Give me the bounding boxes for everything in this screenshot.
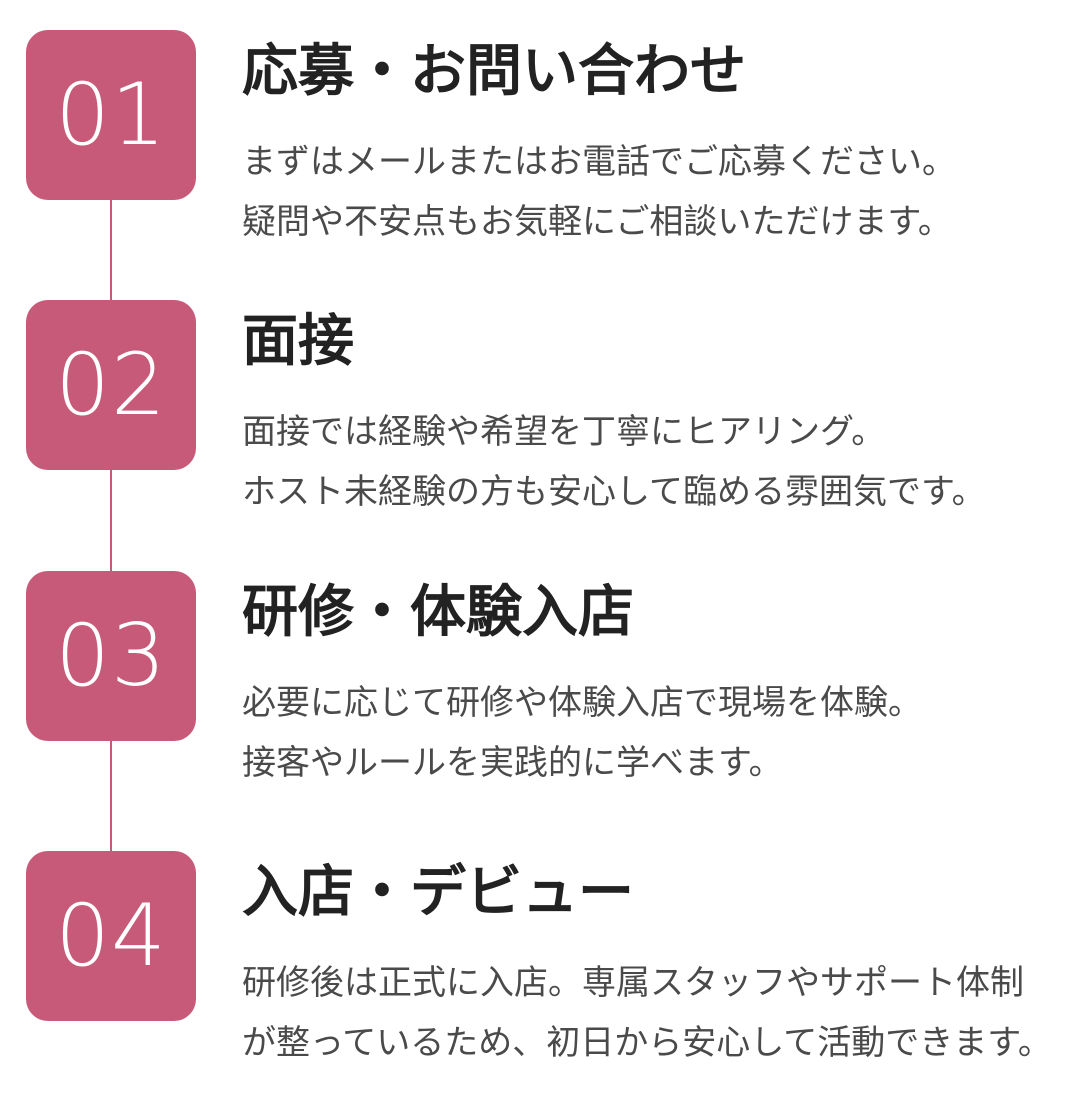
- step-description: まずはメールまたはお電話でご応募ください。 疑問や不安点もお気軽にご相談いただけ…: [242, 132, 1072, 252]
- step-description-line: が整っているため、初日から安心して活動できます。: [242, 1023, 1052, 1063]
- step-description-line: 疑問や不安点もお気軽にご相談いただけます。: [242, 202, 952, 242]
- step-item-2: 02 面接 面接では経験や希望を丁寧にヒアリング。 ホスト未経験の方も安心して臨…: [0, 300, 1080, 550]
- step-description-line: 必要に応じて研修や体験入店で現場を体験。: [242, 683, 922, 723]
- step-description: 面接では経験や希望を丁寧にヒアリング。 ホスト未経験の方も安心して臨める雰囲気で…: [242, 402, 1072, 522]
- step-title: 応募・お問い合わせ: [242, 39, 746, 104]
- step-title: 研修・体験入店: [242, 580, 634, 645]
- step-description-line: 面接では経験や希望を丁寧にヒアリング。: [242, 412, 886, 452]
- step-item-4: 04 入店・デビュー 研修後は正式に入店。専属スタッフやサポート体制 が整ってい…: [0, 851, 1080, 1101]
- step-title: 入店・デビュー: [242, 860, 634, 925]
- step-description-line: ホスト未経験の方も安心して臨める雰囲気です。: [242, 472, 986, 512]
- step-item-3: 03 研修・体験入店 必要に応じて研修や体験入店で現場を体験。 接客やルールを実…: [0, 571, 1080, 821]
- step-number-badge: 04: [26, 851, 196, 1021]
- step-number-badge: 02: [26, 300, 196, 470]
- step-item-1: 01 応募・お問い合わせ まずはメールまたはお電話でご応募ください。 疑問や不安…: [0, 30, 1080, 280]
- step-description-line: 研修後は正式に入店。専属スタッフやサポート体制: [242, 963, 1024, 1003]
- timeline-connector-line: [110, 115, 112, 935]
- step-description: 必要に応じて研修や体験入店で現場を体験。 接客やルールを実践的に学べます。: [242, 673, 1072, 793]
- step-number-badge: 03: [26, 571, 196, 741]
- step-title: 面接: [242, 309, 354, 374]
- step-description: 研修後は正式に入店。専属スタッフやサポート体制 が整っているため、初日から安心し…: [242, 953, 1072, 1073]
- step-description-line: まずはメールまたはお電話でご応募ください。: [242, 142, 956, 182]
- step-description-line: 接客やルールを実践的に学べます。: [242, 743, 783, 783]
- step-number-badge: 01: [26, 30, 196, 200]
